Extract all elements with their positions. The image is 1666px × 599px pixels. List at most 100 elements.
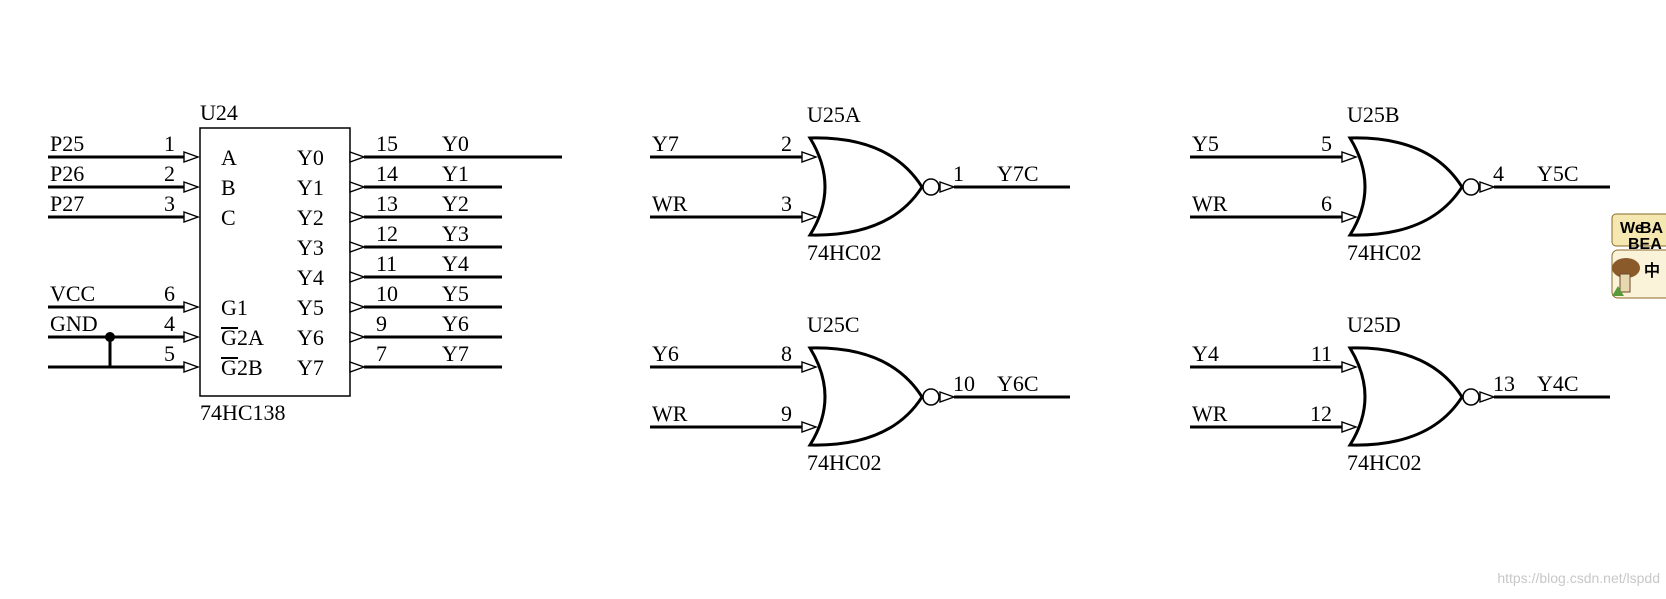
input-pin-marker [183, 301, 201, 313]
inversion-bubble [922, 178, 940, 196]
gate-output-marker [939, 181, 957, 193]
input-pin-name: G1 [221, 295, 248, 320]
input-pin-name-suffix: 2B [237, 355, 263, 380]
output-pin-number: 7 [376, 341, 387, 366]
output-pin-number: 11 [376, 251, 397, 276]
gate-output-pin: 13 [1493, 371, 1515, 396]
gate-input-pin: 5 [1321, 131, 1332, 156]
badge-text-we: We [1620, 220, 1644, 237]
output-pin-marker [349, 211, 367, 223]
gate-input-net: Y7 [652, 131, 679, 156]
output-pin-name: Y0 [297, 145, 324, 170]
input-pin-name-bar: G [221, 355, 237, 380]
gate-part-label: 74HC02 [1347, 450, 1422, 475]
gate-output-marker [1479, 391, 1497, 403]
input-pin-marker [183, 361, 201, 373]
output-pin-number: 14 [376, 161, 398, 186]
gate-input-net: WR [652, 191, 688, 216]
mushroom-icon [1612, 258, 1640, 278]
output-net-label: Y1 [442, 161, 469, 186]
gate-input-pin: 2 [781, 131, 792, 156]
gate-input-net: WR [1192, 191, 1228, 216]
decoder-part-label: 74HC138 [200, 400, 286, 425]
output-net-label: Y6 [442, 311, 469, 336]
output-pin-name: Y7 [297, 355, 324, 380]
gate-part-label: 74HC02 [807, 450, 882, 475]
output-pin-marker [349, 271, 367, 283]
output-pin-marker [349, 301, 367, 313]
input-pin-marker [183, 211, 201, 223]
gate-input-pin: 8 [781, 341, 792, 366]
gate-output-net: Y6C [997, 371, 1039, 396]
nor-gate-body [807, 346, 924, 447]
inversion-bubble [1462, 178, 1480, 196]
input-pin-name-bar: G [221, 325, 237, 350]
gate-input-pin: 12 [1310, 401, 1332, 426]
badge-symbol: 中 [1644, 261, 1660, 280]
input-net-label: P25 [50, 131, 84, 156]
output-pin-name: Y6 [297, 325, 324, 350]
output-pin-name: Y2 [297, 205, 324, 230]
gate-part-label: 74HC02 [1347, 240, 1422, 265]
input-pin-name: B [221, 175, 236, 200]
output-pin-marker [349, 241, 367, 253]
output-net-label: Y3 [442, 221, 469, 246]
gate-output-marker [1479, 181, 1497, 193]
output-net-label: Y2 [442, 191, 469, 216]
input-pin-marker [183, 181, 201, 193]
gate-input-net: Y4 [1192, 341, 1219, 366]
gate-input-marker [1341, 211, 1359, 223]
output-pin-name: Y3 [297, 235, 324, 260]
output-pin-name: Y5 [297, 295, 324, 320]
gate-input-net: Y6 [652, 341, 679, 366]
input-pin-number: 3 [164, 191, 175, 216]
gate-input-marker [1341, 151, 1359, 163]
input-pin-number: 2 [164, 161, 175, 186]
input-net-label: P27 [50, 191, 84, 216]
inversion-bubble [922, 388, 940, 406]
gate-ref-label: U25B [1347, 102, 1400, 127]
inversion-bubble [1462, 388, 1480, 406]
nor-gate-body [807, 136, 924, 237]
output-pin-marker [349, 181, 367, 193]
gate-output-marker [939, 391, 957, 403]
gate-output-pin: 4 [1493, 161, 1504, 186]
gate-part-label: 74HC02 [807, 240, 882, 265]
input-pin-name-suffix: 2A [237, 325, 264, 350]
gate-input-net: WR [1192, 401, 1228, 426]
sticker-badge: We BA BEA 中 [1611, 213, 1666, 299]
nor-gate-body [1347, 136, 1464, 237]
gate-input-marker [1341, 361, 1359, 373]
input-pin-number: 5 [164, 341, 175, 366]
output-pin-name: Y1 [297, 175, 324, 200]
input-net-label: VCC [50, 281, 95, 306]
grass-icon [1612, 286, 1624, 296]
output-pin-number: 12 [376, 221, 398, 246]
input-net-label: P26 [50, 161, 84, 186]
input-pin-number: 6 [164, 281, 175, 306]
output-pin-number: 10 [376, 281, 398, 306]
gate-input-net: Y5 [1192, 131, 1219, 156]
gate-input-marker [801, 361, 819, 373]
input-pin-name: C [221, 205, 236, 230]
gate-output-pin: 10 [953, 371, 975, 396]
watermark: https://blog.csdn.net/lspdd [1497, 570, 1660, 586]
nor-gate-body [1347, 346, 1464, 447]
output-pin-marker [349, 331, 367, 343]
output-net-label: Y4 [442, 251, 469, 276]
gate-input-marker [801, 211, 819, 223]
gate-ref-label: U25D [1347, 312, 1401, 337]
output-pin-number: 9 [376, 311, 387, 336]
output-pin-marker [349, 151, 367, 163]
output-net-label: Y7 [442, 341, 469, 366]
gate-input-pin: 6 [1321, 191, 1332, 216]
output-net-label: Y5 [442, 281, 469, 306]
gate-ref-label: U25A [807, 102, 861, 127]
input-pin-name: A [221, 145, 237, 170]
decoder-ref-label: U24 [200, 100, 238, 125]
gate-output-net: Y7C [997, 161, 1039, 186]
